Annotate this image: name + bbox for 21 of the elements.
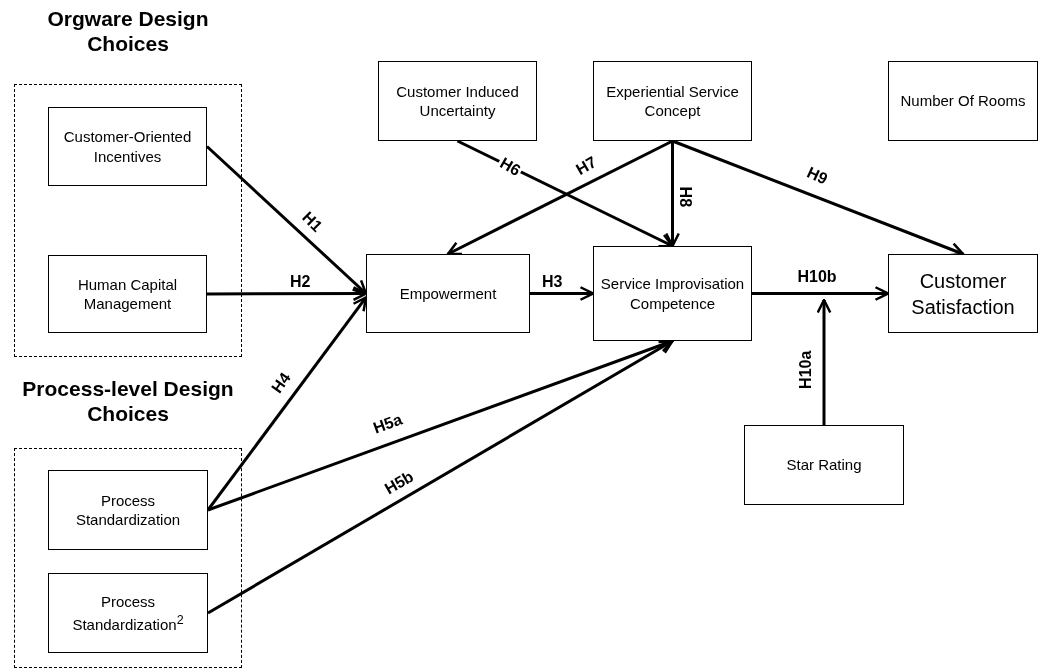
variable-box: Customer Satisfaction bbox=[888, 254, 1038, 333]
arrow bbox=[206, 296, 368, 511]
arrow bbox=[530, 286, 595, 301]
variable-box: Empowerment bbox=[366, 254, 530, 333]
variable-box: Customer Induced Uncertainty bbox=[378, 61, 537, 141]
group-heading: Orgware Design Choices bbox=[46, 6, 210, 57]
variable-box: Process Standardization bbox=[48, 470, 208, 550]
variable-box: Experiential Service Concept bbox=[593, 61, 752, 141]
arrow bbox=[207, 286, 368, 302]
variable-box: Star Rating bbox=[744, 425, 904, 505]
variable-box: Human Capital Management bbox=[48, 255, 207, 333]
variable-box: Customer-Oriented Incentives bbox=[48, 107, 207, 186]
variable-box: Number Of Rooms bbox=[888, 61, 1038, 141]
arrow bbox=[816, 298, 832, 425]
arrow bbox=[665, 141, 680, 248]
variable-box: Process Standardization$^{2}$ bbox=[48, 573, 208, 653]
variable-box: Service Improvisation Competence bbox=[593, 246, 752, 341]
arrow bbox=[207, 339, 674, 615]
arrow bbox=[206, 145, 368, 295]
group-heading: Process-level Design Choices bbox=[21, 376, 235, 427]
arrow bbox=[752, 286, 890, 301]
